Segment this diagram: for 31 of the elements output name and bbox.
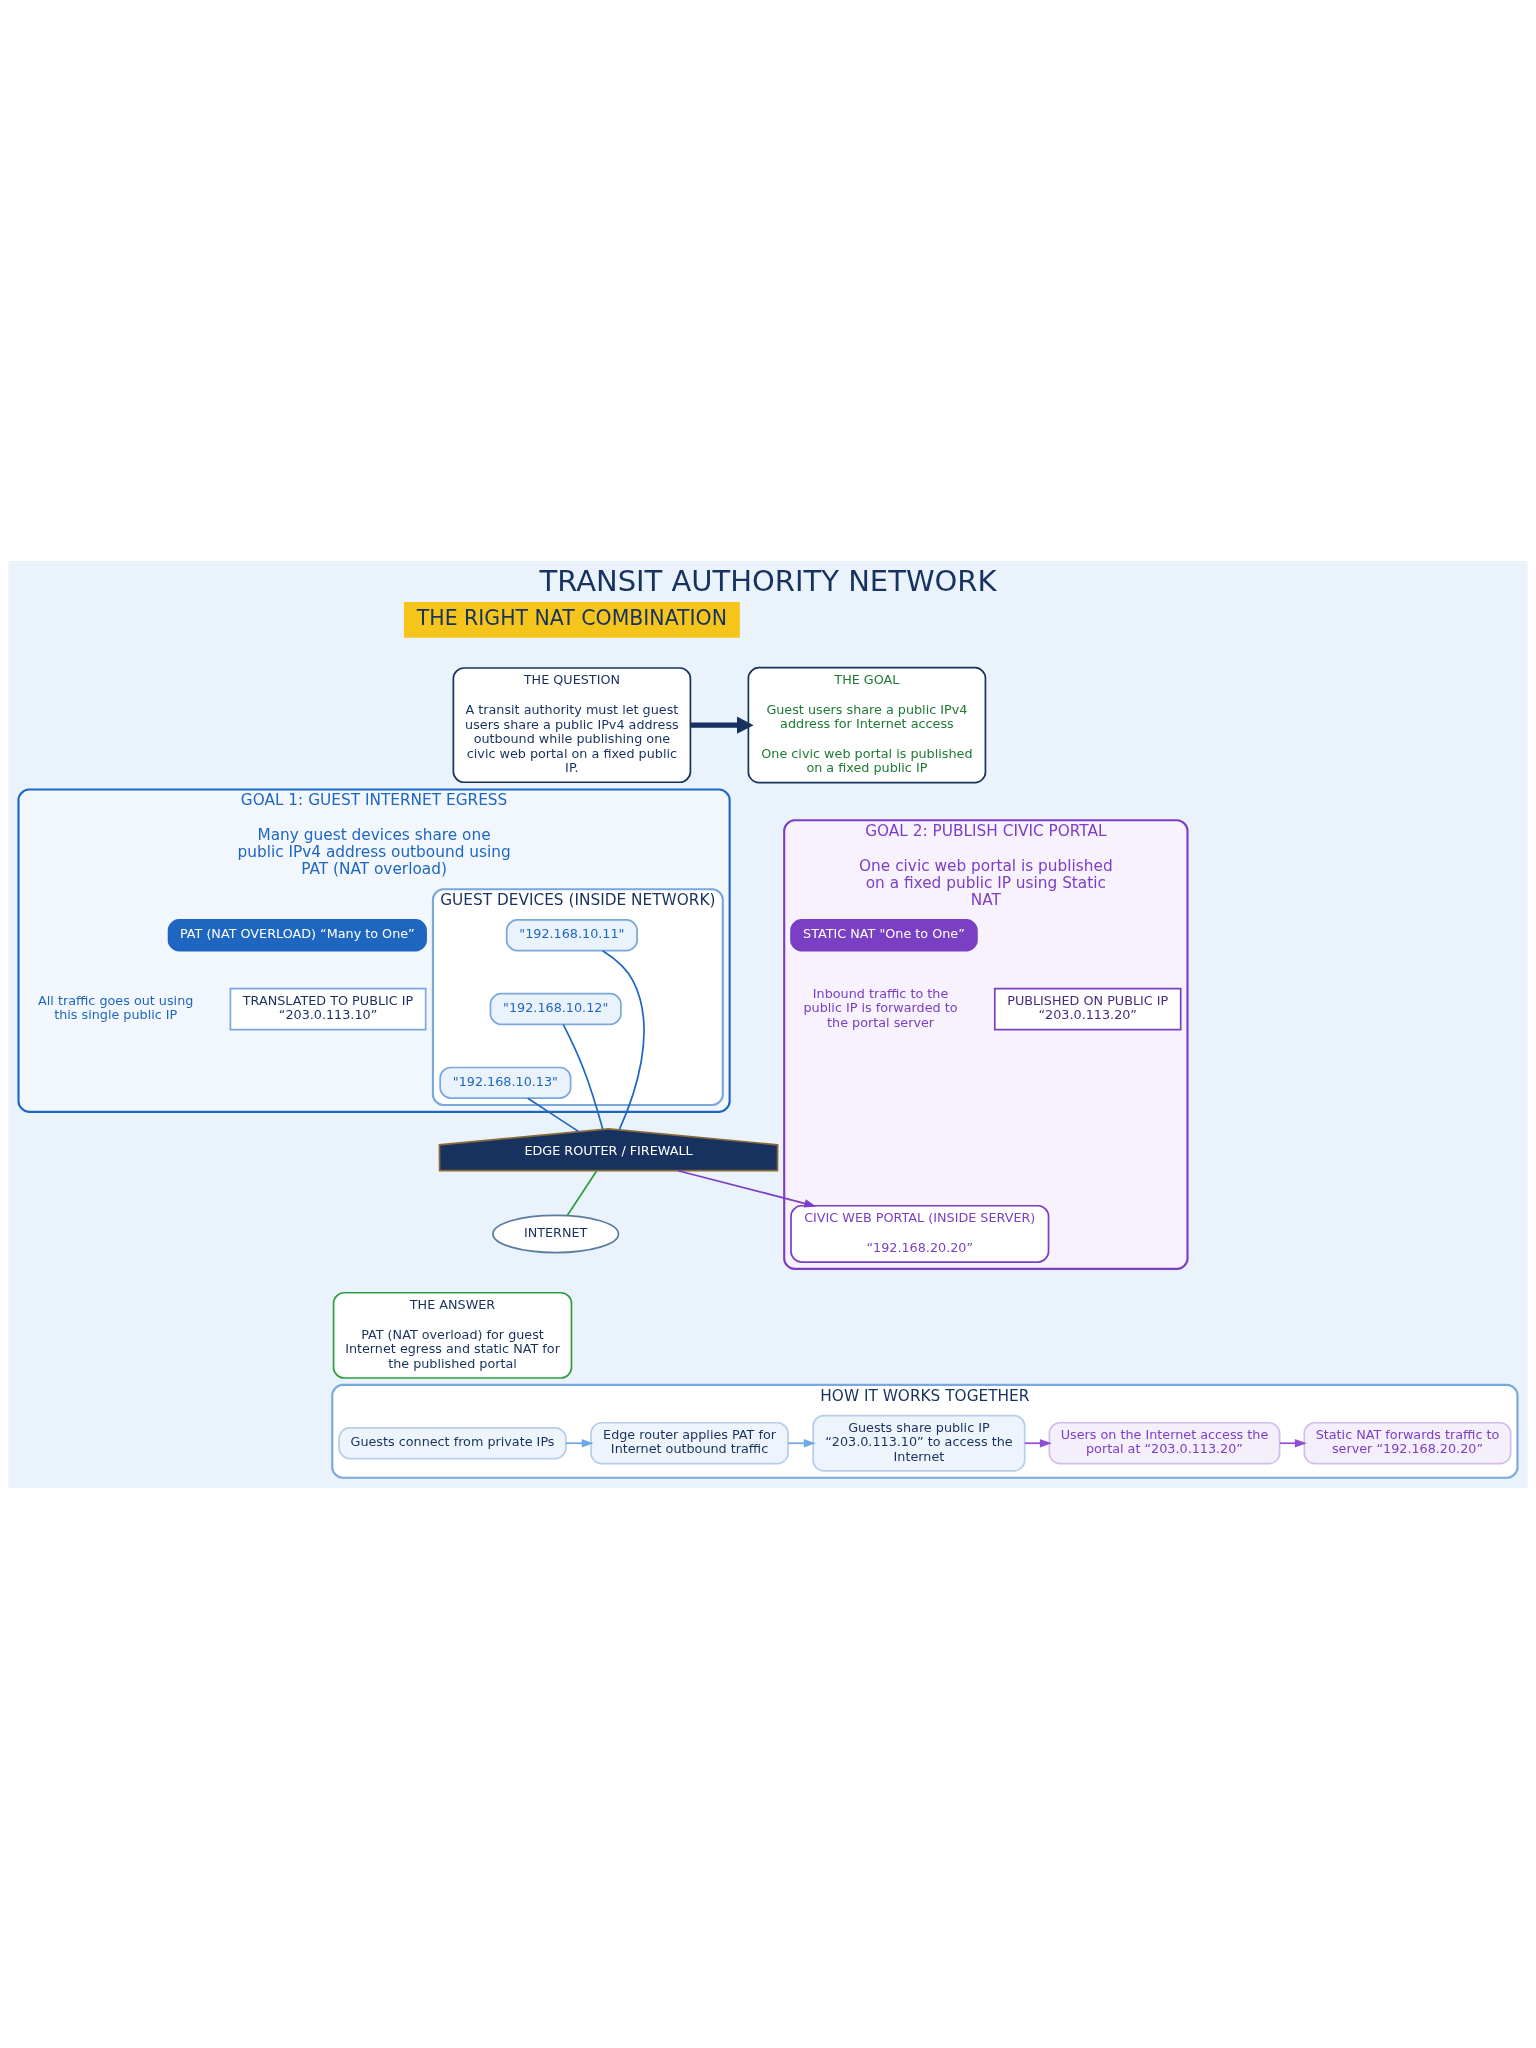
connector: [601, 949, 645, 1131]
node-box: Edge router applies PAT for Internet outbound traffic: [590, 1421, 789, 1465]
node-label: Inbound traffic to the public IP is forwarded to the portal server: [803, 985, 958, 1030]
node-box: THE GOAL Guest users share a public IPv4 address for Internet access One civic web portal is published on a fixed public IP: [747, 666, 987, 784]
arrow: [787, 1438, 816, 1447]
node-box: "192.168.10.11": [505, 918, 638, 951]
node-box: Guests share public IP “203.0.113.10” to access the Internet: [812, 1414, 1026, 1472]
connector: [562, 1023, 604, 1130]
node-box: THE ANSWER PAT (NAT overload) for guest Internet egress and static NAT for the published portal: [332, 1291, 573, 1379]
connector: [526, 1096, 580, 1132]
connector: [566, 1169, 598, 1216]
node-box: Static NAT forwards traffic to server “192.168.20.20”: [1303, 1421, 1512, 1465]
node-box: PAT (NAT OVERLOAD) “Many to One”: [167, 918, 427, 951]
node-box: CIVIC WEB PORTAL (INSIDE SERVER) “192.168.20.20”: [790, 1204, 1050, 1263]
node-box: STATIC NAT "One to One”: [790, 918, 978, 951]
node-ellipse: INTERNET: [492, 1213, 620, 1253]
node-box: THE QUESTION A transit authority must let guest users share a public IPv4 address outbound while publishing one civic web portal on a fixed public IP.: [452, 666, 692, 783]
arrow: [677, 1169, 817, 1207]
node-box: TRANSLATED TO PUBLIC IP “203.0.113.10”: [229, 987, 427, 1030]
label: THE RIGHT NAT COMBINATION: [416, 605, 727, 630]
node-box: Guests connect from private IPs: [338, 1426, 567, 1459]
node-box: Users on the Internet access the portal at “203.0.113.20”: [1048, 1421, 1281, 1465]
arrow: [565, 1438, 594, 1447]
node-box: "192.168.10.12": [489, 992, 622, 1025]
diagram-title: TRANSIT AUTHORITY NETWORK: [539, 563, 997, 598]
arrow: [1278, 1438, 1307, 1447]
arrow: [1023, 1438, 1052, 1447]
node-label: All traffic goes out using this single public IP: [38, 992, 194, 1022]
arrow: [690, 715, 754, 734]
node-box: "192.168.10.13": [439, 1066, 572, 1099]
node-box: PUBLISHED ON PUBLIC IP “203.0.113.20”: [993, 987, 1182, 1030]
